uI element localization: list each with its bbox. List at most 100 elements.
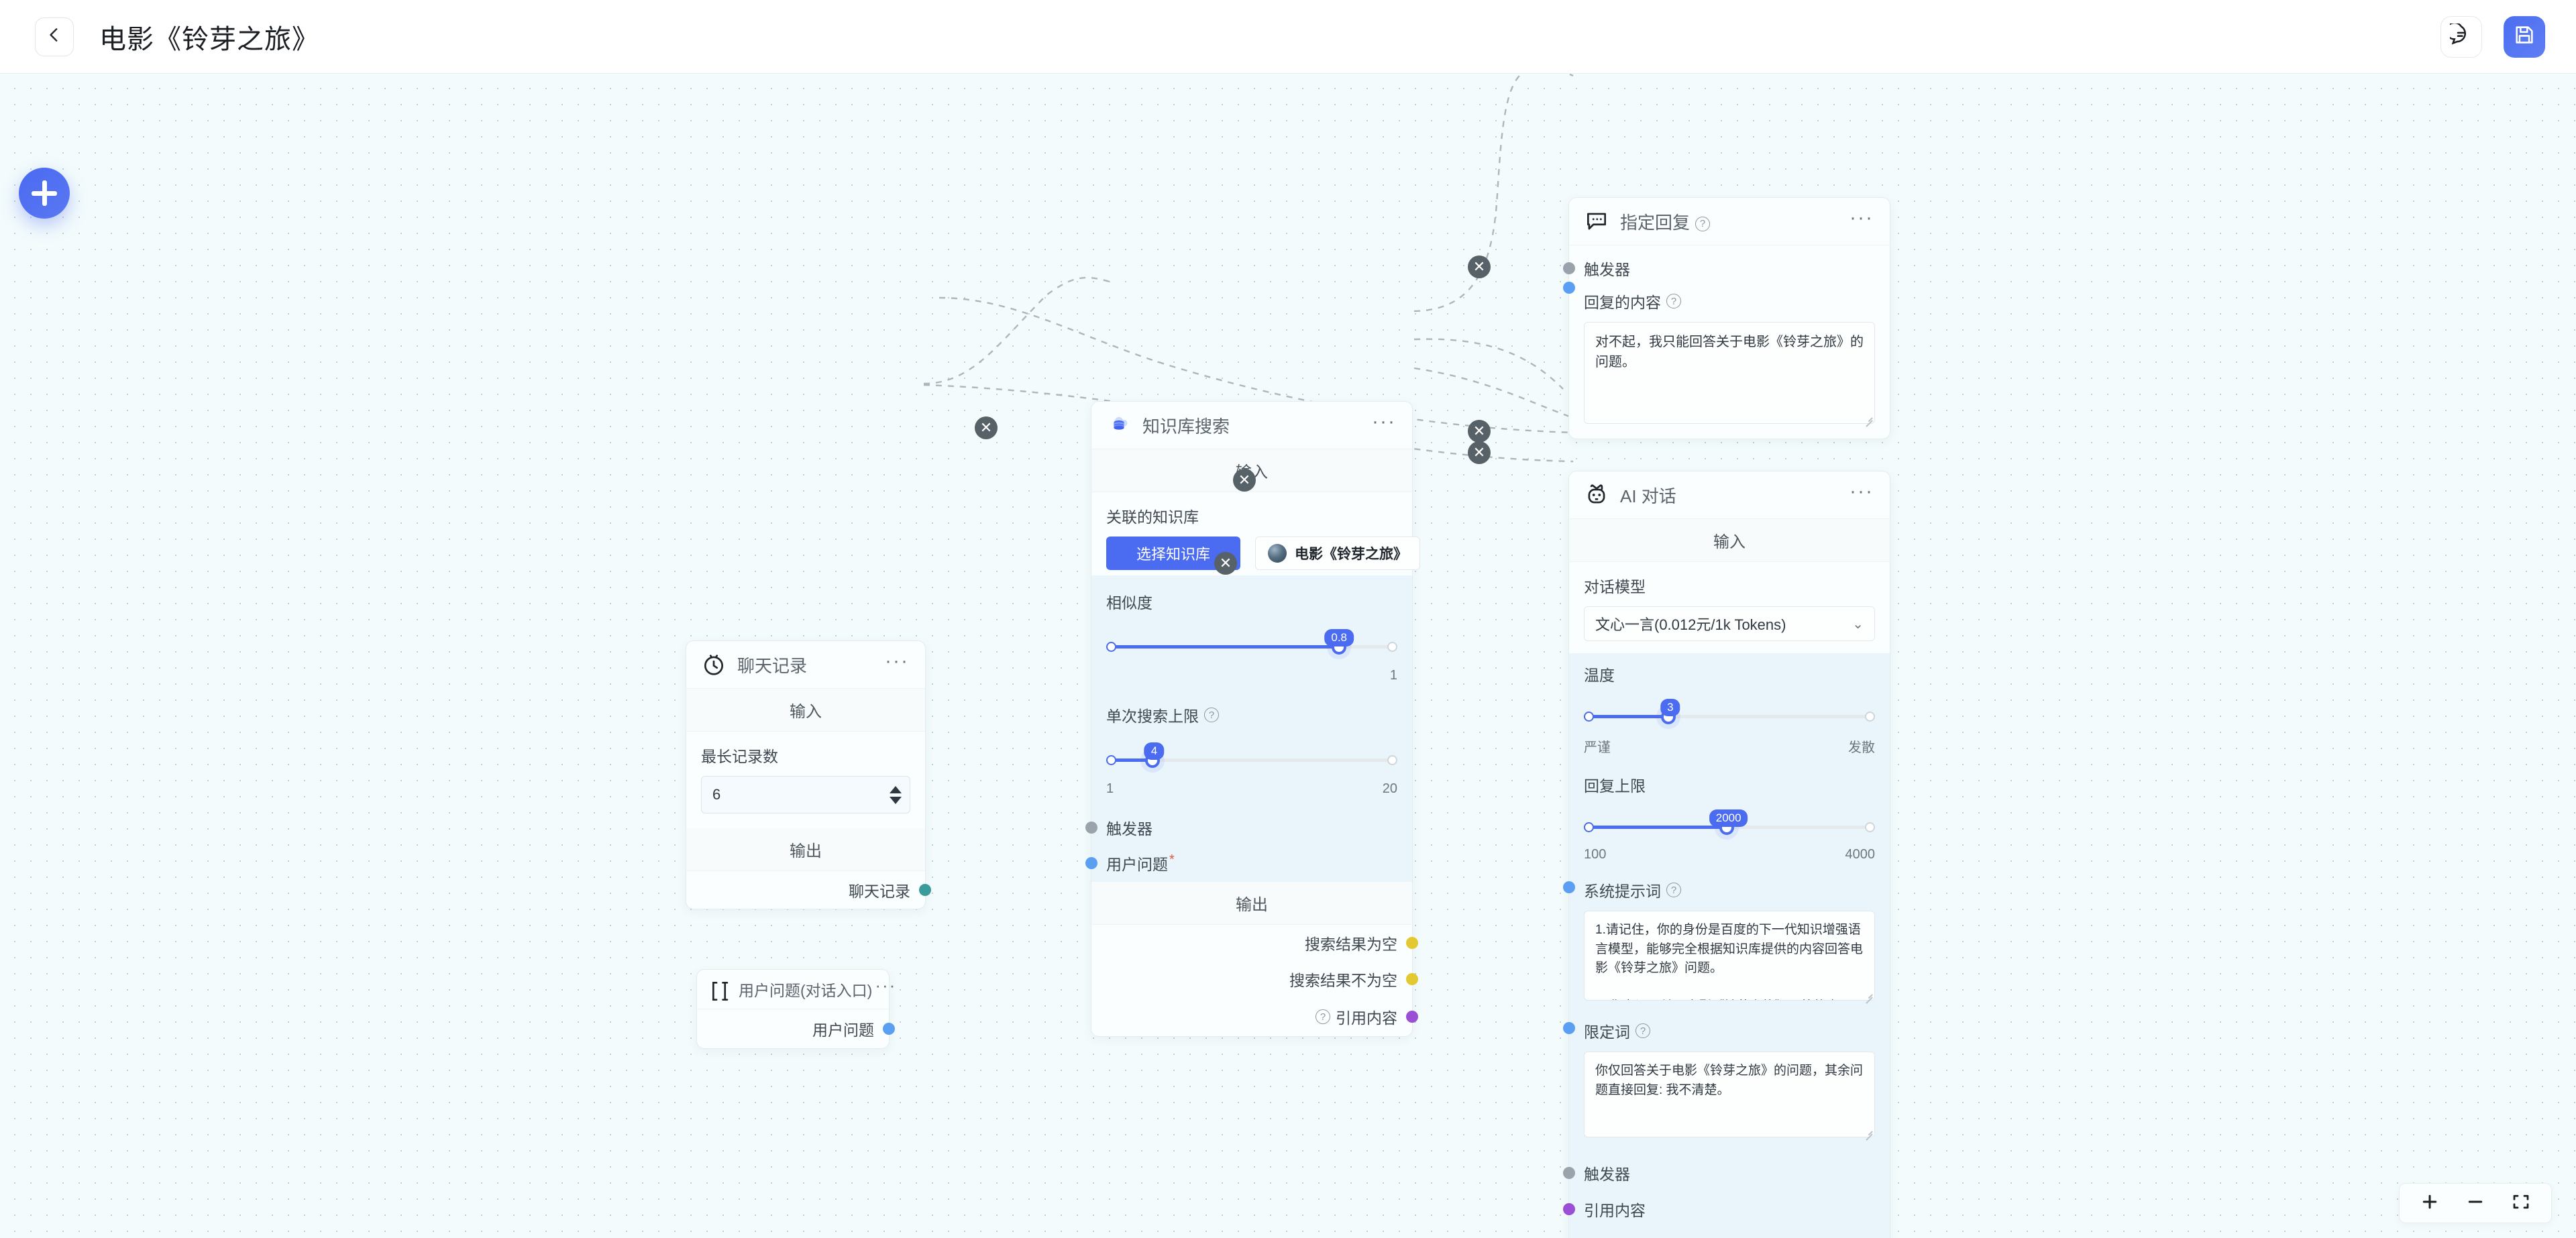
search-limit-slider[interactable]: 4 xyxy=(1106,742,1397,780)
node-kb-search[interactable]: 知识库搜索 ··· 输入 关联的知识库 选择知识库 电影《铃芽之旅》 相似度 xyxy=(1085,401,1420,1037)
fit-screen-icon xyxy=(2511,1192,2531,1215)
edge-delete-button[interactable]: ✕ xyxy=(1468,441,1491,464)
node-header: 指定回复? ··· xyxy=(1569,198,1890,245)
zoom-controls xyxy=(2399,1183,2552,1223)
output-row-quote: ? 引用内容 xyxy=(1091,997,1418,1036)
flow-canvas[interactable]: ✕ ✕ ✕ ✕ ✕ ✕ 聊天记录 ··· 输入 最长记录数 6 xyxy=(0,74,2576,1238)
max-records-input[interactable]: 6 xyxy=(701,776,910,813)
input-label: 触发器 xyxy=(1106,820,1152,838)
edge-delete-button[interactable]: ✕ xyxy=(975,416,998,439)
slider-max-dot xyxy=(1387,642,1397,652)
model-field: 对话模型 文心一言(0.012元/1k Tokens) ⌄ xyxy=(1569,562,1890,653)
port-in-qualifier[interactable] xyxy=(1563,1022,1575,1034)
search-limit-value: 4 xyxy=(1144,742,1165,760)
save-icon xyxy=(2513,23,2536,50)
speech-bubble-icon xyxy=(1584,209,1609,234)
node-user-question[interactable]: 用户问题(对话入口) ··· 用户问题 xyxy=(696,969,895,1049)
temperature-min: 严谨 xyxy=(1584,740,1611,755)
back-button[interactable] xyxy=(35,17,74,56)
similarity-scale: 1 xyxy=(1106,668,1397,683)
port-in-trigger[interactable] xyxy=(1563,1167,1575,1179)
node-menu-button[interactable]: ··· xyxy=(1849,480,1874,502)
search-limit-knob[interactable]: 4 xyxy=(1144,742,1165,768)
port-in-system-prompt[interactable] xyxy=(1563,881,1575,893)
page-title: 电影《铃芽之旅》 xyxy=(99,24,319,54)
input-row-chat-history: 聊天记录 xyxy=(1569,1227,1890,1238)
similarity-knob[interactable]: 0.8 xyxy=(1324,629,1354,655)
help-icon[interactable]: ? xyxy=(1666,294,1681,308)
kb-avatar xyxy=(1268,544,1287,563)
system-prompt-input[interactable]: 1.请记住，你的身份是百度的下一代知识增强语言模型，能够完全根据知识库提供的内容… xyxy=(1584,911,1875,1001)
reply-content-input[interactable]: 对不起，我只能回答关于电影《铃芽之旅》的问题。 xyxy=(1584,322,1875,424)
stepper-up-icon[interactable] xyxy=(890,785,902,793)
system-prompt-field: 系统提示词 ? 1.请记住，你的身份是百度的下一代知识增强语言模型，能够完全根据… xyxy=(1563,875,1890,1015)
similarity-field: 相似度 0.8 1 xyxy=(1091,575,1412,699)
node-menu-button[interactable]: ··· xyxy=(885,649,909,672)
edge-delete-button[interactable]: ✕ xyxy=(1233,469,1256,492)
system-prompt-box: 1.请记住，你的身份是百度的下一代知识增强语言模型，能够完全根据知识库提供的内容… xyxy=(1584,911,1875,1001)
node-ai-chat[interactable]: AI 对话 ··· 输入 对话模型 文心一言(0.012元/1k Tokens)… xyxy=(1563,471,1890,1238)
port-out-result-not-empty[interactable] xyxy=(1406,973,1418,985)
model-select[interactable]: 文心一言(0.012元/1k Tokens) ⌄ xyxy=(1584,606,1875,641)
max-tokens-min: 100 xyxy=(1584,847,1607,862)
output-section-label: 输出 xyxy=(1091,881,1412,925)
port-in-trigger[interactable] xyxy=(1085,822,1097,834)
max-records-value: 6 xyxy=(712,786,721,803)
slider-max-dot xyxy=(1387,755,1397,765)
node-chat-history[interactable]: 聊天记录 ··· 输入 最长记录数 6 输出 聊天记录 xyxy=(686,640,931,909)
edge-delete-button[interactable]: ✕ xyxy=(1468,420,1491,443)
input-row-quote: 引用内容 xyxy=(1563,1191,1890,1227)
port-out-result-empty[interactable] xyxy=(1406,937,1418,949)
port-in-reply-content[interactable] xyxy=(1563,282,1575,294)
port-in-user-question[interactable] xyxy=(1085,857,1097,869)
zoom-in-button[interactable] xyxy=(2418,1192,2441,1215)
chevron-down-icon: ⌄ xyxy=(1852,616,1864,632)
port-out-chat-history[interactable] xyxy=(919,884,931,896)
input-label: 触发器 xyxy=(1584,261,1630,278)
port-out-quote[interactable] xyxy=(1406,1011,1418,1023)
max-tokens-field: 回复上限 2000 100 4000 xyxy=(1569,767,1890,875)
similarity-slider[interactable]: 0.8 xyxy=(1106,629,1397,667)
output-label: 用户问题 xyxy=(812,1021,874,1039)
kb-chip-label: 电影《铃芽之旅》 xyxy=(1295,547,1407,562)
qualifier-label: 限定词 ? xyxy=(1584,1019,1875,1042)
max-tokens-slider[interactable]: 2000 xyxy=(1584,809,1875,847)
database-cloud-icon xyxy=(1106,412,1132,438)
node-title: 知识库搜索 xyxy=(1142,416,1230,437)
add-node-button[interactable] xyxy=(19,168,70,219)
reply-content-box: 对不起，我只能回答关于电影《铃芽之旅》的问题。 xyxy=(1584,322,1875,424)
fit-screen-button[interactable] xyxy=(2510,1192,2532,1215)
node-header: 知识库搜索 ··· xyxy=(1091,402,1412,449)
save-button[interactable] xyxy=(2504,15,2545,58)
comment-button[interactable] xyxy=(2440,15,2482,58)
help-icon[interactable]: ? xyxy=(1204,708,1219,722)
qualifier-input[interactable]: 你仅回答关于电影《铃芽之旅》的问题，其余问题直接回复: 我不清楚。 xyxy=(1584,1052,1875,1137)
node-fixed-reply[interactable]: 指定回复? ··· 触发器 回复的内容 ? 对不起，我只能回答关于电影《铃芽之旅… xyxy=(1563,197,1890,439)
node-menu-button[interactable]: ··· xyxy=(1372,410,1396,433)
chevron-left-icon xyxy=(46,26,63,47)
stepper[interactable] xyxy=(890,785,902,804)
port-in-quote[interactable] xyxy=(1563,1203,1575,1215)
help-icon[interactable]: ? xyxy=(1316,1009,1330,1024)
edge-delete-button[interactable]: ✕ xyxy=(1468,256,1491,278)
port-in-trigger[interactable] xyxy=(1563,262,1575,274)
stepper-down-icon[interactable] xyxy=(890,796,902,804)
temperature-knob[interactable]: 3 xyxy=(1660,699,1680,724)
input-row-trigger: 触发器 xyxy=(1085,810,1412,845)
help-icon[interactable]: ? xyxy=(1635,1023,1650,1038)
model-value: 文心一言(0.012元/1k Tokens) xyxy=(1595,616,1786,633)
port-out-user-question[interactable] xyxy=(883,1023,895,1035)
minus-icon xyxy=(2465,1192,2485,1215)
similarity-value: 0.8 xyxy=(1324,629,1354,646)
node-menu-button[interactable]: ··· xyxy=(1849,206,1874,229)
temperature-slider[interactable]: 3 xyxy=(1584,699,1875,736)
zoom-out-button[interactable] xyxy=(2464,1192,2487,1215)
max-tokens-scale: 100 4000 xyxy=(1584,847,1875,862)
edge-delete-button[interactable]: ✕ xyxy=(1214,552,1237,575)
max-tokens-knob[interactable]: 2000 xyxy=(1709,809,1748,835)
help-icon[interactable]: ? xyxy=(1666,883,1681,897)
kb-chip[interactable]: 电影《铃芽之旅》 xyxy=(1255,537,1420,570)
node-header: 聊天记录 ··· xyxy=(686,641,925,689)
help-icon[interactable]: ? xyxy=(1695,216,1711,231)
node-menu-button[interactable]: ··· xyxy=(875,974,897,995)
